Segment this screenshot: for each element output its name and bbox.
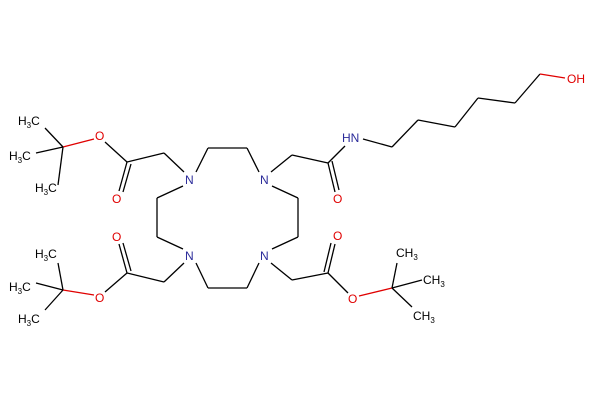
oxygen-atom: O: [95, 129, 104, 143]
atom-labels: N N N N HN O O O O O O O OH H3C H3C H3C …: [9, 72, 585, 328]
methyl-label: H3C: [9, 149, 31, 165]
oxygen-atom: O: [112, 230, 121, 244]
hydroxyl-label: OH: [567, 72, 585, 86]
methyl-label: CH3: [423, 273, 445, 289]
nitrogen-atom: N: [260, 249, 269, 263]
methyl-label: CH3: [396, 246, 418, 262]
methyl-label: H3C: [35, 247, 57, 263]
oxygen-atom: O: [95, 291, 104, 305]
methyl-label: H3C: [18, 114, 40, 130]
methyl-label: H3C: [18, 312, 40, 328]
methyl-label: H3C: [35, 181, 57, 197]
bonds: [35, 73, 566, 311]
amide-nh-label: HN: [342, 131, 359, 145]
methyl-label: CH3: [413, 309, 435, 325]
nitrogen-atom: N: [260, 173, 269, 187]
nitrogen-atom: N: [185, 249, 194, 263]
oxygen-atom: O: [348, 292, 357, 306]
oxygen-atom: O: [333, 229, 342, 243]
methyl-label: H3C: [9, 280, 31, 296]
oxygen-atom: O: [112, 192, 121, 206]
oxygen-atom: O: [333, 192, 342, 206]
nitrogen-atom: N: [185, 173, 194, 187]
